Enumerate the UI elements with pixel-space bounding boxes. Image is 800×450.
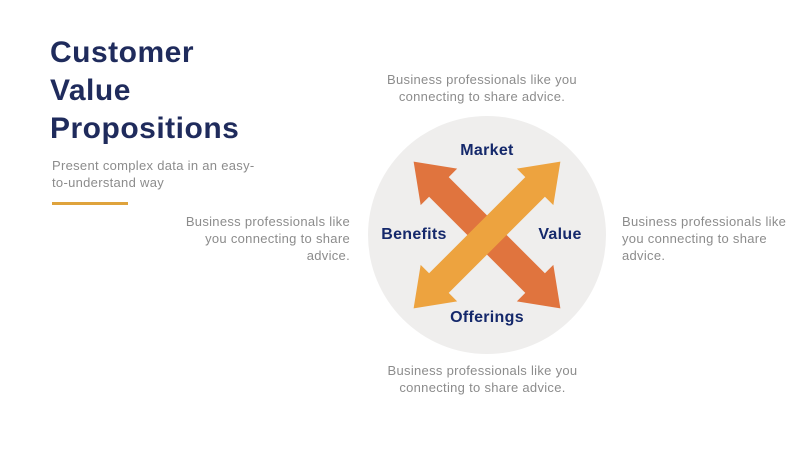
page-title: Customer Value Propositions	[50, 34, 310, 148]
diagram-label-market: Market	[460, 142, 514, 159]
description-top: Business professionals like you connecti…	[387, 72, 577, 104]
page-subtitle: Present complex data in an easy-to-under…	[52, 158, 255, 190]
diagram-label-benefits: Benefits	[381, 226, 447, 243]
description-right: Business professionals like you connecti…	[622, 214, 787, 263]
page-title-line-2: Value	[50, 74, 131, 107]
arrow-light-diagonal	[413, 161, 561, 309]
cross-arrows-icon	[413, 161, 561, 309]
diagram-label-value: Value	[538, 226, 582, 243]
diagram-label-offerings: Offerings	[450, 309, 524, 326]
page-title-line-3: Propositions	[50, 112, 240, 145]
description-left: Business professionals like you connecti…	[185, 214, 350, 263]
description-bottom: Business professionals like you connecti…	[387, 363, 578, 395]
cross-arrows-diagram: Market Value Offerings Benefits	[368, 116, 606, 354]
accent-underline	[52, 202, 128, 205]
page-title-line-1: Customer	[50, 36, 195, 69]
